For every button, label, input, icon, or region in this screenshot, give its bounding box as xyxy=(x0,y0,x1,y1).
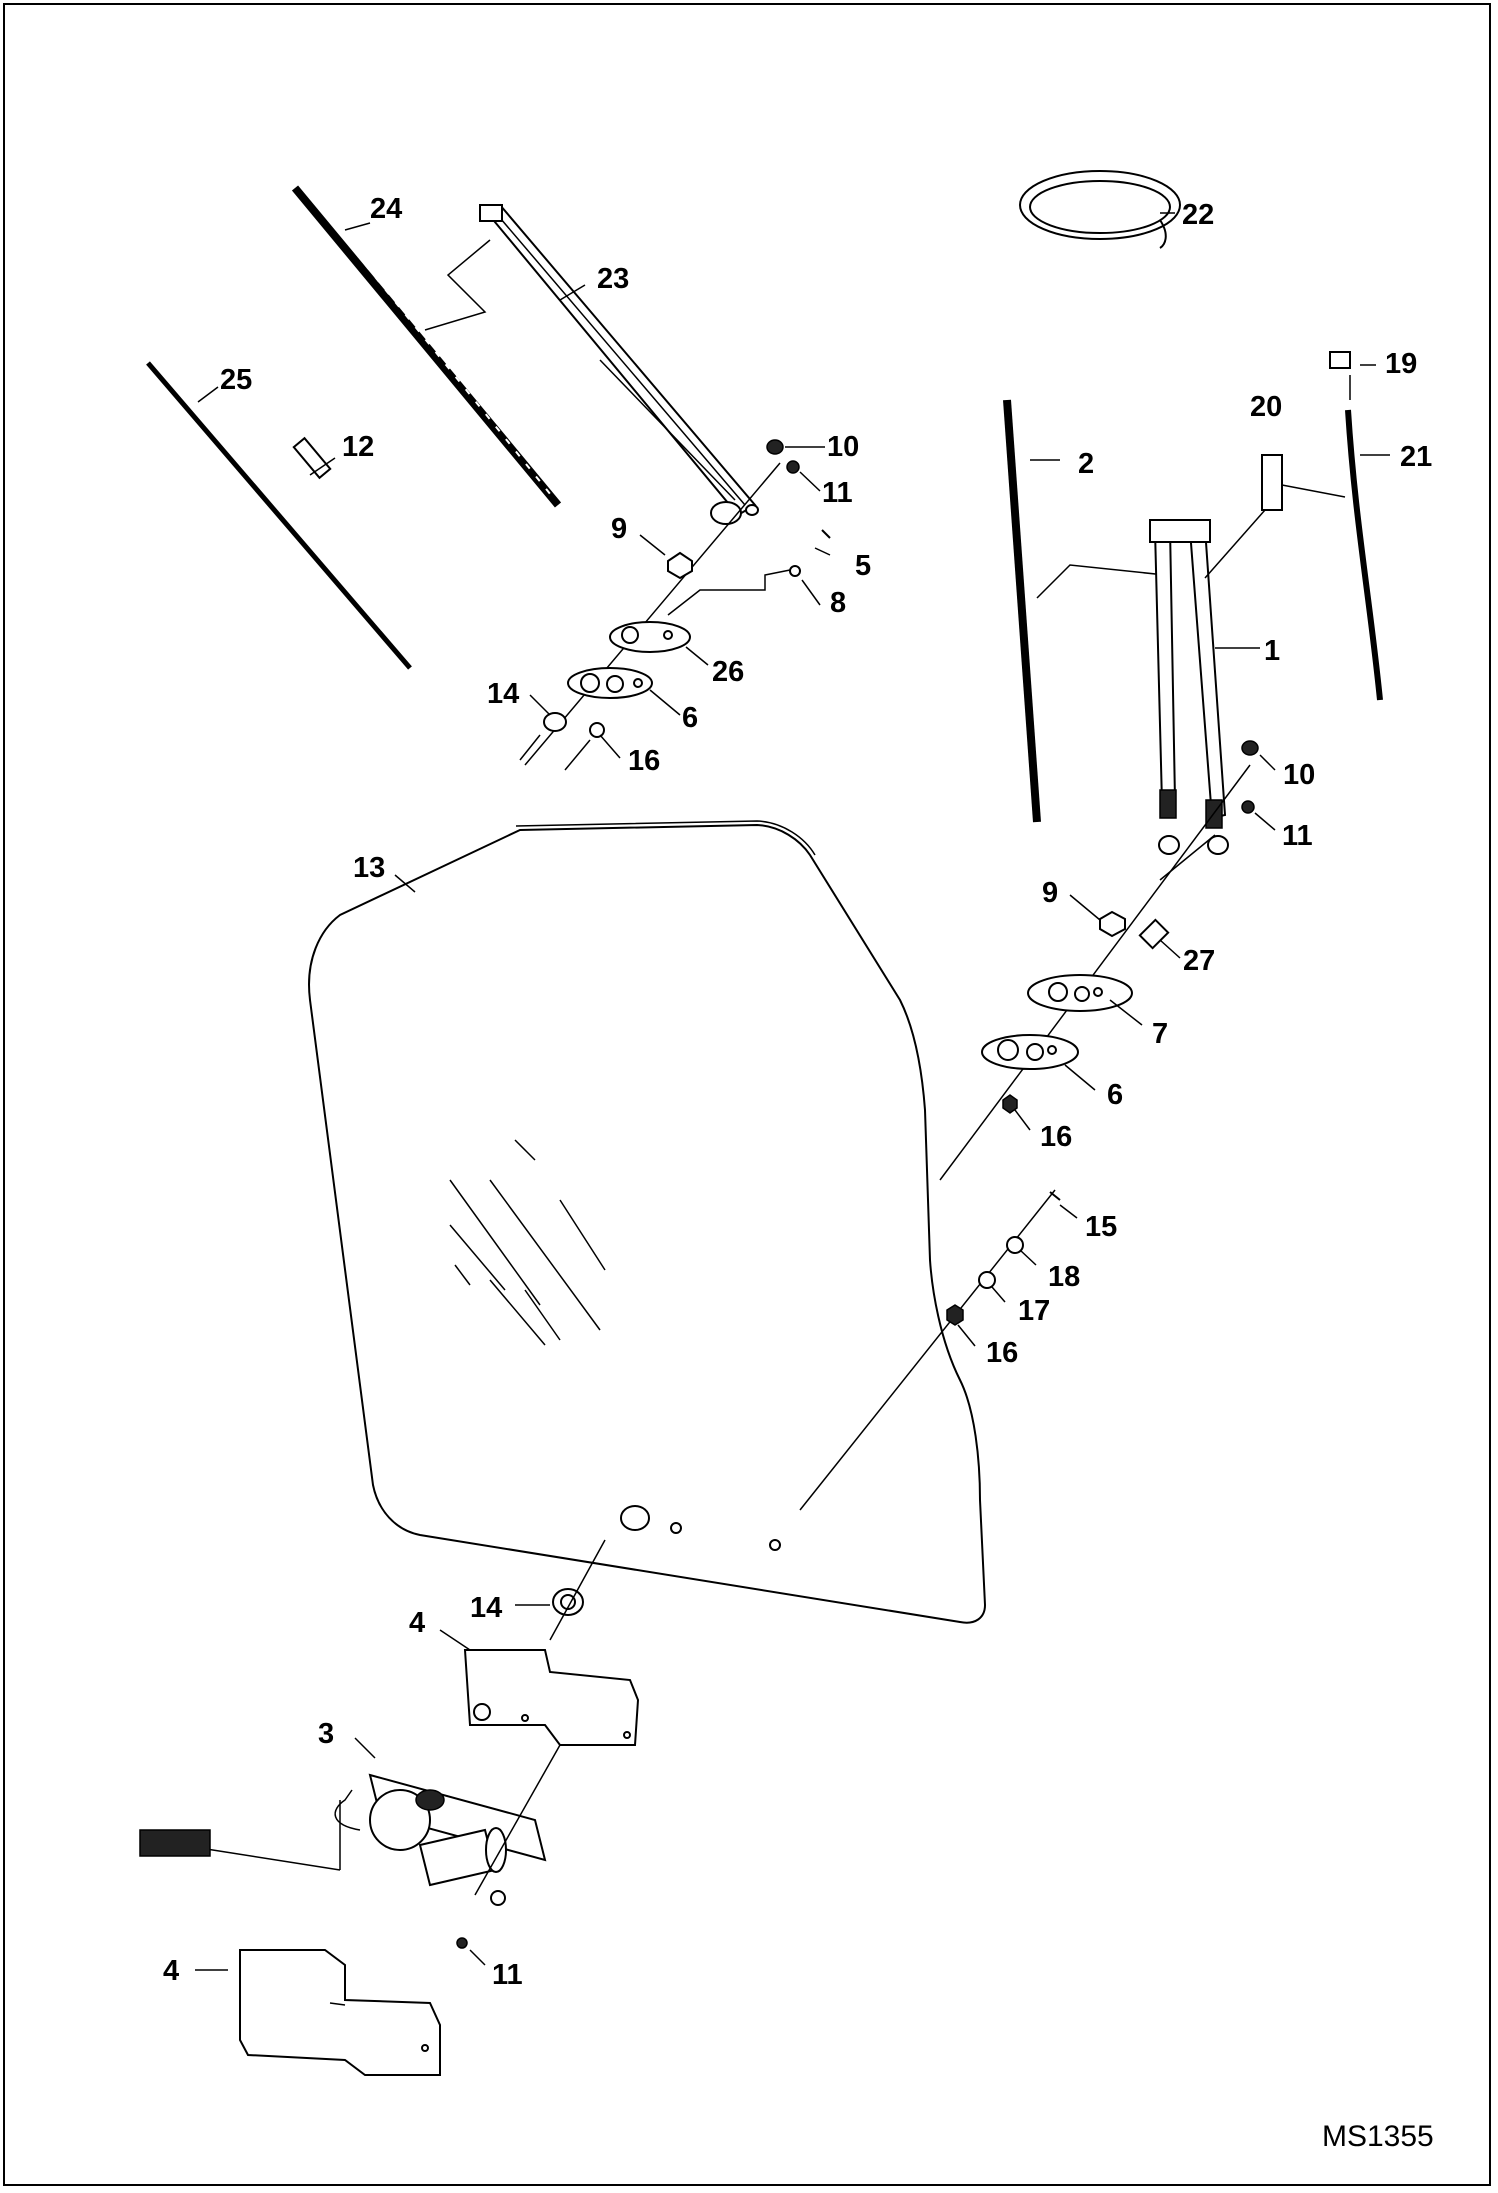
diagram-border xyxy=(3,3,1491,2186)
right-pivot-hardware xyxy=(799,740,1259,1511)
callout-18: 18 xyxy=(1048,1261,1080,1293)
callout-6-upper: 6 xyxy=(682,702,698,734)
callout-21: 21 xyxy=(1400,441,1432,473)
drawing-code: MS1355 xyxy=(1322,2120,1434,2153)
callout-1: 1 xyxy=(1264,635,1280,667)
motor-cover xyxy=(239,1949,441,2076)
callout-3: 3 xyxy=(318,1718,334,1750)
callout-20: 20 xyxy=(1250,391,1282,423)
callout-19: 19 xyxy=(1385,348,1417,380)
coiled-seal-part xyxy=(1019,170,1181,249)
callout-7: 7 xyxy=(1152,1018,1168,1050)
callout-23: 23 xyxy=(597,263,629,295)
blade-refill xyxy=(146,361,412,670)
callout-11-upper-left: 11 xyxy=(822,477,853,509)
door-glass-panel xyxy=(308,820,987,1624)
callout-25: 25 xyxy=(220,364,252,396)
callout-22: 22 xyxy=(1182,199,1214,231)
callout-2: 2 xyxy=(1078,448,1094,480)
blade-refill-right xyxy=(1261,351,1383,701)
leader-lines xyxy=(195,212,1390,1971)
callout-14-lower: 14 xyxy=(470,1592,502,1624)
callout-15: 15 xyxy=(1085,1211,1117,1243)
callout-26: 26 xyxy=(712,656,744,688)
callout-16-upper: 16 xyxy=(628,745,660,777)
callout-labels: 24 23 22 25 12 10 11 9 5 8 26 14 6 16 19… xyxy=(163,193,1432,1991)
callout-12: 12 xyxy=(342,431,374,463)
wiper-arm-left xyxy=(479,203,759,525)
mounting-plate xyxy=(463,1649,640,1746)
callout-4-cover: 4 xyxy=(163,1955,179,1987)
callout-11-lower: 11 xyxy=(492,1959,523,1991)
callout-10-right: 10 xyxy=(1283,759,1315,791)
grommet-lower xyxy=(549,1539,606,1641)
callout-4-plate: 4 xyxy=(409,1607,425,1639)
left-pivot-hardware xyxy=(519,439,831,771)
callout-6-right: 6 xyxy=(1107,1079,1123,1111)
wiper-motor xyxy=(139,1744,561,1949)
callout-11-right: 11 xyxy=(1282,820,1313,852)
callout-9-right: 9 xyxy=(1042,877,1058,909)
wiper-blade-left xyxy=(291,185,562,508)
callout-14-upper: 14 xyxy=(487,678,519,710)
callout-10-upper-left: 10 xyxy=(827,431,859,463)
callout-17: 17 xyxy=(1018,1295,1050,1327)
callout-24: 24 xyxy=(370,193,402,225)
wiper-arm-right xyxy=(1149,509,1266,855)
callout-13: 13 xyxy=(353,852,385,884)
callout-16-lower: 16 xyxy=(986,1337,1018,1369)
callout-9-upper-left: 9 xyxy=(611,513,627,545)
wiper-blade-right xyxy=(1003,399,1166,823)
callout-16-right: 16 xyxy=(1040,1121,1072,1153)
callout-8: 8 xyxy=(830,587,846,619)
callout-27: 27 xyxy=(1183,945,1215,977)
callout-5: 5 xyxy=(855,550,871,582)
